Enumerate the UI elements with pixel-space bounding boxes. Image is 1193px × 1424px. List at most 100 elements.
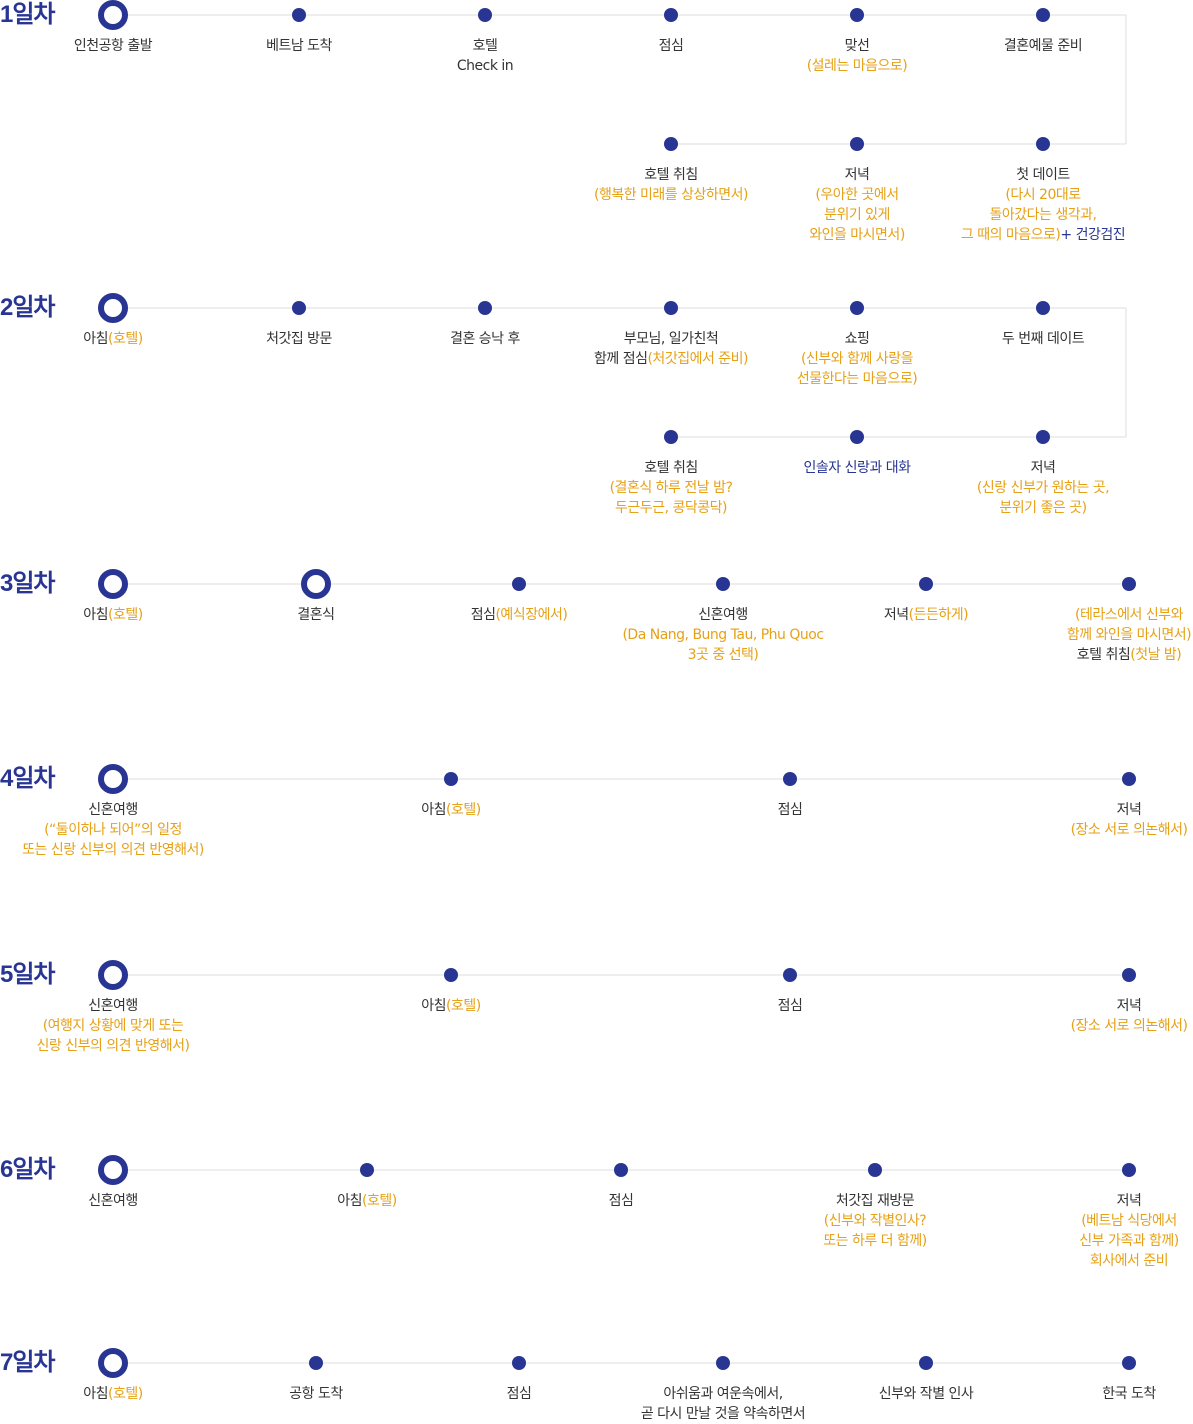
timeline-event-caption: 아침(호텔) [0,605,233,625]
caption-text: 아침 [83,331,109,347]
caption-line: (테라스에서 신부와 [1009,605,1193,625]
caption-line: 신랑 신부의 의견 반영해서) [0,1036,233,1056]
timeline-dot-marker [850,301,864,315]
caption-note: (결혼식 하루 전날 밤? [609,480,733,496]
caption-line: 또는 하루 더 함께) [755,1231,995,1251]
caption-text: 저녁 [1030,460,1056,476]
caption-text: 처갓집 재방문 [835,1193,915,1209]
caption-note: 또는 신랑 신부의 의견 반영해서) [22,842,204,858]
timeline-dot-marker [1036,301,1050,315]
caption-line: 결혼예물 준비 [923,36,1163,56]
caption-line: 신부 가족과 함께) [1009,1231,1193,1251]
timeline-event-caption: 두 번째 데이트 [923,329,1163,349]
timeline-dot-marker [614,1163,628,1177]
caption-line: 신혼여행 [0,1191,233,1211]
caption-note: (행복한 미래를 상상하면서) [593,187,749,203]
caption-line: 베트남 도착 [179,36,419,56]
caption-text: 아침 [83,607,109,623]
caption-line: (Da Nang, Bung Tau, Phu Quoc [603,625,843,645]
caption-text: 첫 데이트 [1016,167,1070,183]
caption-text: 신혼여행 [88,1193,138,1209]
caption-note: (설레는 마음으로) [806,58,908,74]
caption-line: (신부와 작별인사? [755,1211,995,1231]
caption-line: 저녁 [1009,800,1193,820]
timeline-event-caption: 공항 도착 [196,1384,436,1404]
milestone-ring-marker [98,293,128,323]
caption-line: 와인을 마시면서) [737,225,977,245]
timeline-event-caption: 인천공항 출발 [0,36,233,56]
timeline-event-caption: 저녁(든든하게) [806,605,1046,625]
caption-note: (호텔) [108,331,143,347]
timeline-dot-marker [664,430,678,444]
timeline-event-caption: 맞선(설레는 마음으로) [737,36,977,76]
timeline-event-caption: 결혼식 [196,605,436,625]
caption-line: 공항 도착 [196,1384,436,1404]
caption-text: 인천공항 출발 [73,38,153,54]
caption-line: 첫 데이트 [923,165,1163,185]
milestone-ring-marker [98,960,128,990]
caption-text: 점심 [777,802,803,818]
caption-text: 호텔 취침 [644,167,698,183]
caption-line: 3곳 중 선택) [603,645,843,665]
timeline-dot-marker [1036,430,1050,444]
caption-note: (여행지 상황에 맞게 또는 [42,1018,184,1034]
caption-line: 분위기 있게 [737,205,977,225]
caption-line: (신부와 함께 사랑을 [737,349,977,369]
timeline-dot-marker [444,772,458,786]
caption-text: 함께 점심 [593,351,648,367]
timeline-dot-marker [1122,968,1136,982]
timeline-dot-marker [1122,1356,1136,1370]
caption-line: 아침(호텔) [247,1191,487,1211]
timeline-dot-marker [1122,577,1136,591]
timeline-dot-marker [783,968,797,982]
milestone-ring-marker [301,569,331,599]
milestone-ring-marker [98,0,128,30]
day-label: 2일차 [0,294,56,321]
timeline-event-caption: 호텔 취침(결혼식 하루 전날 밤?두근두근, 콩닥콩닥) [551,458,791,518]
timeline-event-caption: 신혼여행 [0,1191,233,1211]
caption-note: (처갓집에서 준비) [647,351,749,367]
day-label: 5일차 [0,961,56,988]
caption-line: 저녁 [737,165,977,185]
caption-line: 아쉬움과 여운속에서, [603,1384,843,1404]
caption-text: 점심 [470,607,496,623]
caption-text: 신혼여행 [698,607,748,623]
caption-line: (장소 서로 의논해서) [1009,820,1193,840]
caption-note: 돌아갔다는 생각과, [989,207,1097,223]
caption-note: (베트남 식당에서 [1081,1213,1177,1229]
timeline-dot-marker [783,772,797,786]
caption-note: 분위기 좋은 곳) [999,500,1087,516]
caption-line: 두 번째 데이트 [923,329,1163,349]
caption-text: 신혼여행 [88,998,138,1014]
day-label: 7일차 [0,1349,56,1376]
timeline-event-caption: 호텔 취침 (행복한 미래를 상상하면서) [551,165,791,205]
caption-text: 한국 도착 [1102,1386,1156,1402]
caption-line: 신혼여행 [0,800,233,820]
caption-line: (우아한 곳에서 [737,185,977,205]
caption-note: 함께 와인을 마시면서) [1066,627,1192,643]
caption-line: (결혼식 하루 전날 밤? [551,478,791,498]
timeline-dot-marker [478,8,492,22]
caption-line: 인솔자 신랑과 대화 [737,458,977,478]
caption-text: 점심 [777,998,803,1014]
milestone-ring-marker [98,1348,128,1378]
caption-text: 아쉬움과 여운속에서, [663,1386,783,1402]
milestone-ring-marker [98,1155,128,1185]
caption-text: 호텔 취침 [1076,647,1131,663]
timeline-event-caption: 아침(호텔) [0,329,233,349]
caption-note: 신부 가족과 함께) [1079,1233,1179,1249]
timeline-dot-marker [292,8,306,22]
caption-line: 인천공항 출발 [0,36,233,56]
caption-note: 분위기 있게 [824,207,890,223]
timeline-dot-marker [716,1356,730,1370]
caption-note: (호텔) [108,607,143,623]
timeline-event-caption: 아침(호텔) [331,996,571,1016]
caption-note: 그 때의 마음으로) [960,227,1061,243]
day-label: 3일차 [0,570,56,597]
caption-line: 점심 [551,36,791,56]
caption-line: 신혼여행 [0,996,233,1016]
timeline-event-caption: 점심(예식장에서) [399,605,639,625]
